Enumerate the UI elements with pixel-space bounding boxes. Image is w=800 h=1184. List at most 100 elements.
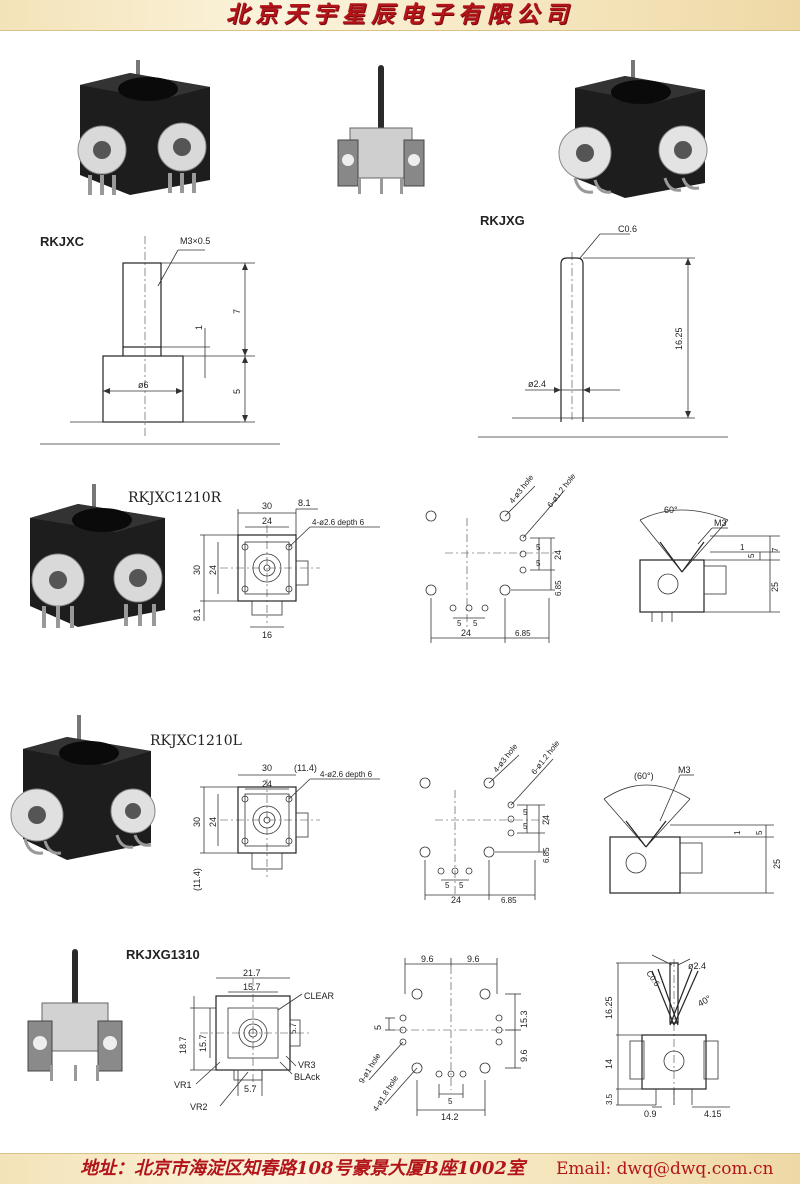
rkjxc1210l-pcb-24v: 24 [541,815,551,825]
rkjxg-title: RKJXG [480,213,525,228]
rkjxc1210r-top-30: 30 [262,501,272,511]
rkjxc1210l-pcb-5b: 5 [523,822,528,831]
footer-address: 地址：北京市海淀区知春路108号豪景大厦B座1002室 [80,1158,525,1179]
rkjxc1210l-pcb-6-85v: 6.85 [542,847,551,863]
rkjxc1210r-side-24: 24 [208,565,218,575]
photo-rkjxc-cube-2 [558,60,708,198]
rkjxg1310-pcb-5: 5 [373,1025,383,1030]
rkjxc1210r-bottom-16: 16 [262,630,272,640]
rkjxc1210l-pcb-hole2: 6-ø1.2 hole [529,738,561,776]
rkjxc1210l-pcb-5d: 5 [459,881,464,890]
rkjxc1210l-side-30: 30 [192,817,202,827]
rkjxg1310-pcb-9-6v: 9.6 [519,1049,529,1062]
rkjxc1210r-top-24: 24 [262,516,272,526]
rkjxc1210r-pcb-hole2: 6-ø1.2 hole [545,471,577,509]
rkjxc1210l-pcb-5c: 5 [445,881,450,890]
rkjxg1310-pcb-hole2: 4-ø1.8 hole [371,1074,400,1114]
rkjxg-dim-1625: 16.25 [674,327,684,350]
footer-banner: 地址：北京市海淀区知春路108号豪景大厦B座1002室 Email: dwq@d… [0,1153,800,1184]
rkjxc-dim-7: 7 [232,309,242,314]
rkjxc1210l-m3: M3 [678,765,691,775]
rkjxg1310-side-18-7: 18.7 [178,1036,188,1054]
rkjxg1310-top-view: 21.7 15.7 CLEAR 18.7 15.7 5.7 VR1 VR2 VR… [174,968,335,1112]
rkjxc-dim-5: 5 [232,389,242,394]
rkjxc1210r-top-8-1: 8.1 [298,498,311,508]
rkjxc1210l-pcb-layout: 4-ø3 hole 6-ø1.2 hole 5 5 24 5 5 6.85 24… [419,738,562,905]
rkjxg1310-black: BLAck [294,1072,321,1082]
rkjxc1210l-hole-note: 4-ø2.6 depth 6 [320,770,373,779]
rkjxc1210r-pcb-24h: 24 [461,628,471,638]
rkjxc1210l-s-1: 1 [733,830,742,835]
rkjxg1310-s-d2-4: ø2.4 [688,961,706,971]
rkjxg1310-pcb-14-2: 14.2 [441,1112,459,1122]
rkjxc1210r-s-25: 25 [770,582,780,592]
rkjxc1210r-side-8-1: 8.1 [192,608,202,621]
rkjxc1210r-hole-note: 4-ø2.6 depth 6 [312,518,365,527]
rkjxg1310-pcb-hole1: 9-ø1 hole [357,1051,383,1085]
rkjxg1310-s-4-15: 4.15 [704,1109,722,1119]
rkjxg1310-clear: CLEAR [304,991,335,1001]
rkjxc1210l-top-11-4: (11.4) [294,763,317,773]
rkjxg1310-s-40: 40° [696,993,713,1009]
rkjxc1210r-top-view: 30 8.1 24 4-ø2.6 depth 6 30 24 8.1 16 [192,498,380,640]
rkjxg1310-s-3-5: 3.5 [605,1093,614,1105]
rkjxc1210l-s-5: 5 [755,830,764,835]
rkjxc1210r-m3: M3 [714,518,727,528]
rkjxc-thread: M3×0.5 [180,236,210,246]
rkjxg1310-pcb-15-3: 15.3 [519,1010,529,1028]
rkjxc1210r-pcb-hole1: 4-ø3 hole [507,473,535,506]
rkjxg1310-pcb-5h: 5 [448,1097,453,1106]
rkjxc1210l-s-25: 25 [772,859,782,869]
rkjxc1210r-pcb-5d: 5 [473,619,478,628]
rkjxc1210r-side-30: 30 [192,565,202,575]
rkjxc1210r-s-5: 5 [747,553,756,558]
rkjxg1310-vr3: VR3 [298,1060,316,1070]
rkjxc1210l-angle: (60°) [634,771,654,781]
rkjxc1210r-pcb-5b: 5 [536,559,541,568]
photo-rkjxg-joystick-1 [337,65,425,194]
rkjxc-dim-1: 1 [194,325,204,330]
rkjxg1310-side-15-7: 15.7 [198,1034,208,1052]
rkjxc1210l-side-view: (60°) M3 1 5 25 [603,765,782,894]
rkjxg1310-pcb-9-6b: 9.6 [467,954,480,964]
rkjxc1210r-title: RKJXC1210R [128,490,222,506]
rkjxc1210r-pcb-6-85h: 6.85 [515,629,531,638]
photo-rkjxg1310 [27,949,123,1081]
rkjxc1210r-pcb-layout: 4-ø3 hole 6-ø1.2 hole 5 5 24 5 5 6.85 24… [425,471,578,643]
photo-rkjxc1210r [30,484,165,628]
photo-rkjxc1210l [10,715,156,860]
rkjxg1310-side-5-7: 5.7 [289,1022,298,1034]
rkjxc1210l-pcb-24h: 24 [451,895,461,905]
rkjxc1210l-top-24: 24 [262,779,272,789]
rkjxc1210r-s-7: 7 [771,547,780,552]
rkjxc-dia: ø6 [138,380,149,390]
rkjxc1210l-top-30: 30 [262,763,272,773]
rkjxg1310-pcb-9-6a: 9.6 [421,954,434,964]
rkjxc1210l-side-24: 24 [208,817,218,827]
rkjxg1310-side-view: C0.6 ø2.4 40° 16.25 14 3.5 0.9 4.15 [604,954,730,1119]
rkjxc1210r-side-view: 60° M3 1 5 7 25 [639,505,780,622]
rkjxg1310-vr2: VR2 [190,1102,208,1112]
header-banner: 北京天宇星辰电子有限公司 [0,0,800,31]
rkjxc1210r-pcb-5c: 5 [457,619,462,628]
photo-rkjxc-cube-1 [77,60,210,195]
rkjxc1210r-pcb-5a: 5 [536,543,541,552]
rkjxg1310-top-15-7: 15.7 [243,982,261,992]
rkjxc-shaft-drawing: M3×0.5 7 1 5 ø6 [40,236,280,445]
rkjxc1210l-side-11-4: (11.4) [192,868,202,891]
footer-email: Email: dwq@dwq.com.cn [556,1159,774,1179]
company-name: 北京天宇星辰电子有限公司 [226,1,574,28]
rkjxc1210l-pcb-5a: 5 [523,808,528,817]
rkjxg1310-s-0-9: 0.9 [644,1109,657,1119]
rkjxg-chamfer: C0.6 [618,224,637,234]
rkjxg1310-s-14: 14 [604,1059,614,1069]
rkjxc1210r-s-1: 1 [740,543,745,552]
rkjxg1310-s-16-25: 16.25 [604,996,614,1019]
rkjxg-shaft-drawing: C0.6 16.25 ø2.4 [478,224,728,438]
rkjxg1310-pcb-layout: 9.6 9.6 5 15.3 9.6 9-ø1 hole 4-ø1.8 hole… [357,954,529,1122]
rkjxc1210r-pcb-6-85v: 6.85 [554,580,563,596]
rkjxc-title: RKJXC [40,234,85,249]
rkjxc1210r-angle: 60° [664,505,678,515]
rkjxg1310-bottom-5-7: 5.7 [244,1084,257,1094]
rkjxc1210l-top-view: 30 (11.4) 24 4-ø2.6 depth 6 30 24 (11.4) [192,763,380,891]
